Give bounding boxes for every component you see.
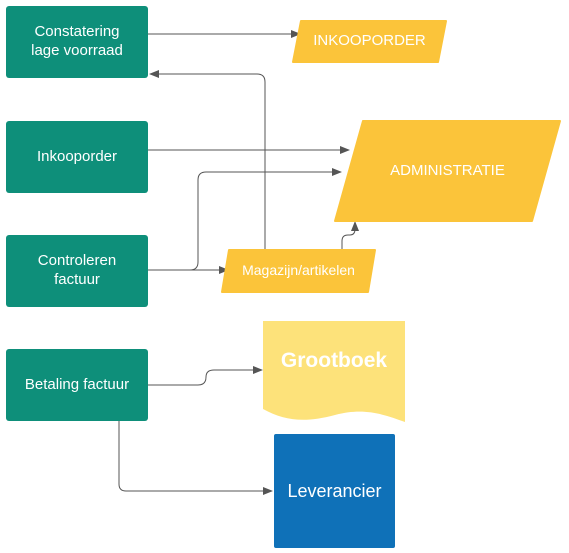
inkooporder-doc-shape — [292, 20, 447, 63]
administratie-label: ADMINISTRATIE — [349, 121, 546, 221]
arrow-magazijn-to-constatering — [149, 70, 266, 250]
leverancier-box — [274, 434, 395, 548]
leverancier-label: Leverancier — [274, 434, 395, 548]
arrow-betaling-to-grootboek — [148, 366, 263, 386]
grootboek-label: Grootboek — [263, 343, 405, 379]
controleren-box — [6, 235, 148, 307]
inkooporder-process-text: Inkooporder — [36, 147, 118, 165]
administratie-shape — [334, 120, 561, 222]
inkooporder-doc-label: INKOOPORDER — [293, 21, 446, 62]
leverancier-text: Leverancier — [287, 480, 382, 501]
constatering-label-line1: Constatering — [34, 23, 120, 41]
betaling-box — [6, 349, 148, 421]
magazijn-text: Magazijn/artikelen — [242, 262, 355, 279]
constatering-label: Constatering lage voorraad — [6, 6, 148, 78]
inkooporder-doc-text: INKOOPORDER — [313, 32, 426, 50]
arrow-betaling-to-leverancier — [118, 420, 273, 495]
inkooporder-process-box — [6, 121, 148, 193]
controleren-label: Controleren factuur — [6, 235, 148, 307]
constatering-box — [6, 6, 148, 78]
magazijn-shape — [221, 249, 376, 293]
constatering-label-line2: lage voorraad — [31, 42, 123, 59]
betaling-label: Betaling factuur — [6, 349, 148, 421]
grootboek-shape — [263, 321, 405, 422]
controleren-label-line1: Controleren — [37, 252, 117, 270]
magazijn-label: Magazijn/artikelen — [222, 250, 375, 292]
inkooporder-process-label: Inkooporder — [6, 121, 148, 193]
administratie-text: ADMINISTRATIE — [390, 162, 505, 179]
grootboek-text: Grootboek — [280, 348, 388, 372]
controleren-label-line2: factuur — [54, 271, 100, 288]
arrow-magazijn-to-administratie — [341, 221, 359, 250]
betaling-text: Betaling factuur — [24, 375, 130, 393]
